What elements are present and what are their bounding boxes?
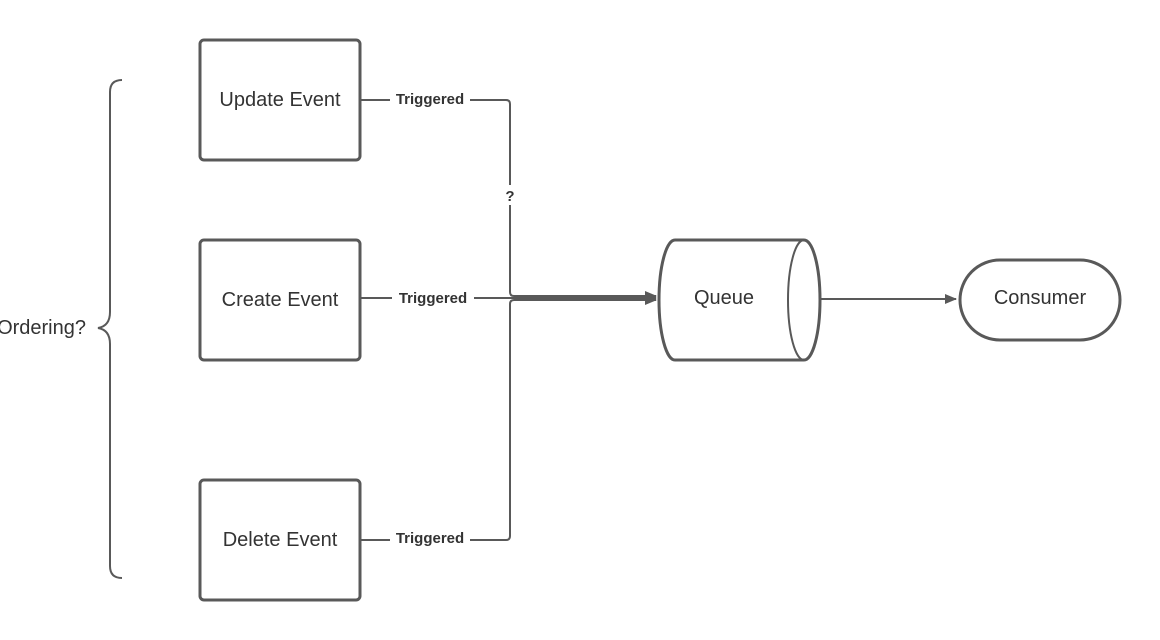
edge-label-delete-triggered: Triggered — [390, 528, 470, 548]
edge-label-update-question: ? — [502, 185, 518, 205]
node-update-event[interactable]: Update Event — [198, 38, 362, 162]
ordering-brace — [97, 79, 123, 579]
node-create-event[interactable]: Create Event — [198, 238, 362, 362]
node-consumer-label: Consumer — [994, 287, 1087, 309]
edge-label-update-text: Triggered — [396, 91, 464, 108]
edge-label-question-text: ? — [505, 188, 514, 205]
node-delete-event-label: Delete Event — [223, 529, 338, 551]
node-delete-event[interactable]: Delete Event — [198, 478, 362, 602]
queue-cylinder-front-arc — [787, 239, 805, 361]
node-create-event-label: Create Event — [222, 289, 339, 311]
edge-label-create-triggered: Triggered — [392, 287, 474, 307]
edge-label-delete-text: Triggered — [396, 530, 464, 547]
node-queue[interactable]: Queue — [657, 238, 822, 362]
node-update-event-label: Update Event — [219, 89, 341, 111]
node-queue-label: Queue — [694, 287, 754, 309]
edge-label-create-text: Triggered — [399, 290, 467, 307]
node-consumer[interactable]: Consumer — [958, 258, 1122, 342]
ordering-label: Ordering? — [0, 317, 86, 339]
edge-delete-to-queue — [360, 295, 657, 541]
edge-label-update-triggered: Triggered — [390, 89, 470, 109]
